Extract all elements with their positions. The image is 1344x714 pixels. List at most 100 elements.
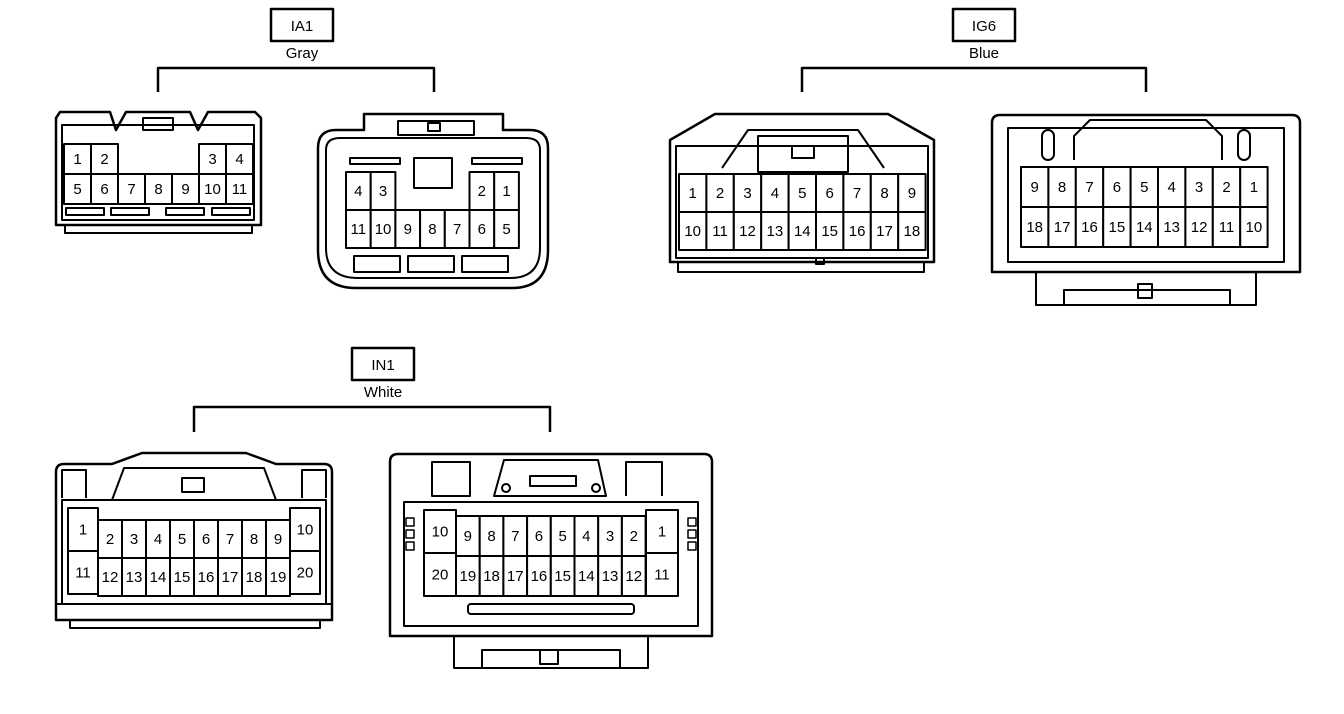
ig6-code-box <box>951 7 1017 43</box>
pin-ia1-male-pins-2: 2 <box>100 151 108 168</box>
pin-in1-male-pins-19-cell <box>265 557 291 597</box>
pin-in1-male-pins-8: 8 <box>250 531 258 548</box>
pin-ia1-female-pins-7-cell <box>443 209 471 249</box>
pin-ia1-female-pins-4: 4 <box>354 183 362 200</box>
pin-ia1-male-pins-1: 1 <box>73 151 81 168</box>
pin-ig6-female-pins-8: 8 <box>1058 179 1066 196</box>
pin-ig6-female-pins-14: 14 <box>1136 219 1153 236</box>
pin-in1-female-pins-4: 4 <box>582 528 590 545</box>
pin-ig6-female-pins-1-cell <box>1239 166 1269 208</box>
pin-ia1-female-pins-11-cell <box>345 209 372 249</box>
pin-ia1-male-pins-8: 8 <box>154 181 162 198</box>
pin-ig6-male-pins-3-cell <box>732 173 763 213</box>
pin-ig6-female-pins-5: 5 <box>1140 179 1148 196</box>
pin-in1-male-pins-7: 7 <box>226 531 234 548</box>
pin-ia1-male-pins-10: 10 <box>204 181 221 198</box>
pin-ig6-female-pins-3: 3 <box>1195 179 1203 196</box>
pin-in1-male-pins-4: 4 <box>154 531 162 548</box>
pin-in1-female-pins-6: 6 <box>535 528 543 545</box>
pin-ig6-male-pins-17-cell <box>869 211 900 251</box>
pin-in1-female-pins-7: 7 <box>511 528 519 545</box>
pin-ia1-female-pins-7: 7 <box>453 221 461 238</box>
pin-in1-male-pins-12-cell <box>97 557 123 597</box>
pin-ig6-male-pins-13: 13 <box>767 223 784 240</box>
pin-ig6-female-pins-17: 17 <box>1054 219 1071 236</box>
pin-ig6-female-pins-13-cell <box>1157 206 1187 248</box>
ia1-bracket <box>156 66 436 92</box>
pin-in1-female-pins-16: 16 <box>531 568 548 585</box>
pin-ig6-female-pins-16-cell <box>1074 206 1105 248</box>
pin-in1-male-pins-16: 16 <box>198 569 215 586</box>
pin-in1-male-pins-14: 14 <box>150 569 167 586</box>
pin-in1-male-pins-3: 3 <box>130 531 138 548</box>
pin-in1-male-pins-4-cell <box>145 519 171 559</box>
pin-ig6-male-pins-1: 1 <box>689 185 697 202</box>
pin-ia1-male-pins-10-cell <box>198 173 227 205</box>
pin-ig6-male-pins-8: 8 <box>880 185 888 202</box>
pin-in1-female-11: 11 <box>654 567 670 584</box>
pin-ig6-female-pins-2: 2 <box>1222 179 1230 196</box>
pin-ig6-female-pins-9: 9 <box>1031 179 1039 196</box>
ia1-code: IA1 <box>291 18 314 35</box>
pin-ig6-female-pins-4: 4 <box>1168 179 1176 196</box>
pin-ig6-female-pins-13: 13 <box>1163 219 1180 236</box>
in1-bracket <box>192 405 552 432</box>
pin-ig6-female-pins-2-cell <box>1211 166 1242 208</box>
pin-ia1-male-pins-11-cell <box>225 173 254 205</box>
pin-ia1-male-pins-9-cell <box>171 173 200 205</box>
pin-ia1-male-pins-5: 5 <box>73 181 81 198</box>
pin-ia1-female-pins-8: 8 <box>428 221 436 238</box>
pin-ig6-male-pins-7: 7 <box>853 185 861 202</box>
pin-ig6-female-pins-10: 10 <box>1246 219 1263 236</box>
pin-ig6-male-pins-16: 16 <box>849 223 866 240</box>
pin-ig6-male-pins-9: 9 <box>908 185 916 202</box>
pin-in1-male-pins-9-cell <box>265 519 291 559</box>
pin-in1-female-pins-12-cell <box>620 555 647 597</box>
pin-in1-male-pins-12: 12 <box>102 569 119 586</box>
pin-in1-male-pins-18: 18 <box>246 569 263 586</box>
pin-ig6-male-pins-13-cell <box>760 211 790 251</box>
ig6-color: Blue <box>969 45 999 62</box>
pin-ia1-female-pins-10: 10 <box>375 221 392 238</box>
pin-in1-male-10: 10 <box>297 522 314 539</box>
pin-ig6-male-pins-4: 4 <box>771 185 779 202</box>
pin-in1-female-1: 1 <box>658 524 666 541</box>
pin-ia1-male-pins-9: 9 <box>181 181 189 198</box>
pin-ig6-female-pins-14-cell <box>1129 206 1159 248</box>
ia1-code-box <box>269 7 335 43</box>
pin-ia1-female-pins-6: 6 <box>478 221 486 238</box>
ia1-color: Gray <box>286 45 319 62</box>
pin-ig6-male-pins-18-cell <box>897 211 927 251</box>
pin-ia1-female-pins-11: 11 <box>351 221 367 238</box>
pin-ig6-male-pins-18: 18 <box>904 223 921 240</box>
pin-ig6-female-pins-11-cell <box>1211 206 1242 248</box>
pin-in1-male-20: 20 <box>297 565 314 582</box>
pin-in1-male-pins-13: 13 <box>126 569 143 586</box>
pin-in1-male-pins-17-cell <box>217 557 243 597</box>
pin-ig6-female-pins-16: 16 <box>1081 219 1098 236</box>
pin-in1-male-pins-6: 6 <box>202 531 210 548</box>
pin-ig6-male-pins-4-cell <box>760 173 790 213</box>
pin-in1-male-pins-2: 2 <box>106 531 114 548</box>
pin-ig6-male-pins-5: 5 <box>798 185 806 202</box>
pin-ia1-female-pins-10-cell <box>369 209 397 249</box>
pin-in1-male-pins-5: 5 <box>178 531 186 548</box>
pin-in1-male-pins-17: 17 <box>222 569 239 586</box>
pin-in1-female-pins-18: 18 <box>483 568 500 585</box>
pin-in1-female-pins-8: 8 <box>487 528 495 545</box>
in1-color: White <box>364 384 402 401</box>
pin-ig6-female-pins-11: 11 <box>1219 219 1235 236</box>
pin-ia1-female-pins-8-cell <box>419 209 446 249</box>
pin-in1-male-pins-6-cell <box>193 519 219 559</box>
pin-ia1-female-pins-9: 9 <box>404 221 412 238</box>
pin-ia1-female-pins-5-cell <box>493 209 520 249</box>
pin-ia1-male-pins-6-cell <box>90 173 119 205</box>
pin-ig6-female-pins-12: 12 <box>1191 219 1208 236</box>
pin-ia1-female-pins-1-cell <box>493 171 520 211</box>
pin-in1-female-20: 20 <box>432 567 449 584</box>
